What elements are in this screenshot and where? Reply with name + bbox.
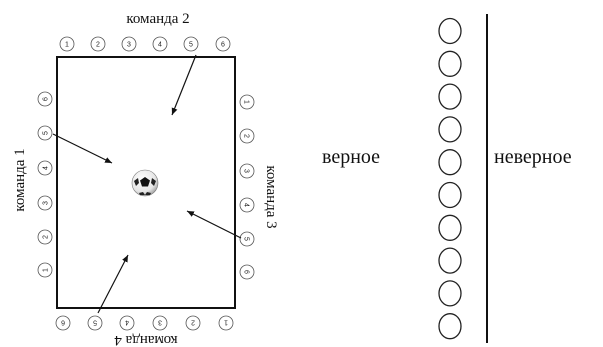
svg-text:3: 3 (158, 319, 162, 326)
svg-text:4: 4 (243, 203, 250, 207)
player-marker: 1 (218, 315, 234, 331)
player-marker: 3 (239, 163, 255, 179)
team-3-players: 1 2 3 4 5 6 (239, 94, 255, 280)
player-marker: 2 (185, 315, 201, 331)
player-marker: 2 (90, 36, 106, 52)
svg-text:5: 5 (93, 319, 97, 326)
svg-text:2: 2 (96, 42, 100, 49)
ball-icon (131, 169, 159, 197)
answer-circle[interactable] (438, 313, 462, 340)
svg-text:6: 6 (61, 319, 65, 326)
answer-circle[interactable] (438, 50, 462, 77)
svg-text:4: 4 (125, 319, 129, 326)
svg-text:6: 6 (243, 270, 250, 274)
player-marker: 3 (152, 315, 168, 331)
arrow-team-1 (52, 133, 113, 164)
answer-circle[interactable] (438, 83, 462, 110)
svg-text:2: 2 (243, 134, 250, 138)
svg-text:4: 4 (43, 166, 50, 170)
answer-circle[interactable] (438, 280, 462, 307)
answer-circle[interactable] (438, 247, 462, 274)
answer-circle[interactable] (438, 17, 462, 45)
arrow-team-2 (171, 54, 197, 116)
svg-text:1: 1 (224, 319, 228, 326)
svg-text:3: 3 (243, 169, 250, 173)
answer-circle[interactable] (438, 214, 462, 241)
player-marker: 6 (239, 264, 255, 280)
answer-circle[interactable] (438, 116, 462, 143)
svg-text:6: 6 (43, 97, 50, 101)
svg-text:5: 5 (243, 237, 250, 241)
team-4-label: команда 4 (114, 332, 178, 347)
player-marker: 4 (239, 197, 255, 213)
player-marker: 5 (183, 36, 199, 52)
arrow-team-4 (97, 254, 129, 314)
svg-text:2: 2 (191, 319, 195, 326)
player-marker: 2 (239, 128, 255, 144)
player-marker: 1 (59, 36, 75, 52)
svg-text:6: 6 (221, 42, 225, 49)
player-marker: 5 (37, 125, 53, 141)
correct-label: верное (322, 146, 380, 168)
player-marker: 2 (37, 229, 53, 245)
answer-circle[interactable] (438, 181, 462, 209)
player-marker: 6 (37, 91, 53, 107)
player-marker: 3 (37, 195, 53, 211)
answer-circle[interactable] (438, 149, 462, 176)
svg-text:3: 3 (43, 201, 50, 205)
answer-circles (438, 17, 462, 340)
team-2-label: команда 2 (126, 11, 189, 27)
team-1-players: 6 5 4 3 2 1 (37, 91, 53, 278)
svg-text:2: 2 (43, 235, 50, 239)
svg-text:5: 5 (43, 131, 50, 135)
player-marker: 4 (152, 36, 168, 52)
svg-text:1: 1 (243, 100, 250, 104)
svg-text:3: 3 (127, 42, 131, 49)
svg-text:5: 5 (189, 42, 193, 49)
team-3-label: команда 3 (263, 165, 279, 228)
player-marker: 5 (87, 315, 103, 331)
player-marker: 6 (55, 315, 71, 331)
team-1-label: команда 1 (12, 148, 28, 211)
player-marker: 4 (37, 160, 53, 176)
team-2-players: 1 2 3 4 5 6 (59, 36, 231, 52)
incorrect-label: неверное (494, 146, 572, 168)
player-marker: 3 (121, 36, 137, 52)
player-marker: 1 (37, 262, 53, 278)
player-marker: 6 (215, 36, 231, 52)
svg-text:1: 1 (43, 268, 50, 272)
arrow-team-3 (186, 210, 242, 239)
player-marker: 4 (119, 315, 135, 331)
player-marker: 5 (239, 231, 255, 247)
team-4-players: 6 5 4 3 2 1 (55, 315, 234, 331)
player-marker: 1 (239, 94, 255, 110)
svg-text:1: 1 (65, 42, 69, 49)
svg-text:4: 4 (158, 42, 162, 49)
